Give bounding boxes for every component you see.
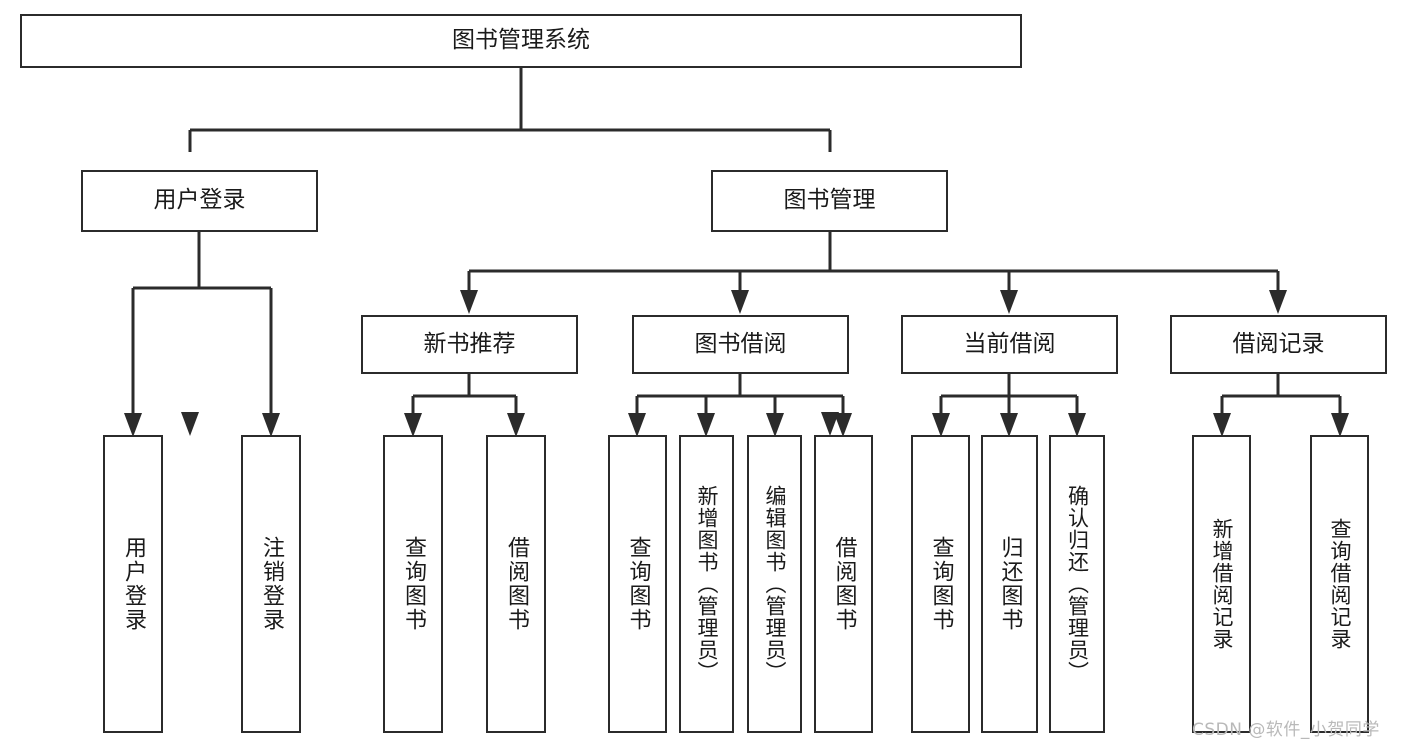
leaf-user-login-logout[interactable]: 注销登录 [241,435,301,733]
leaf-book-borrow-borrow[interactable]: 借阅图书 [814,435,873,733]
leaf-borrow-record-add-label: 新增借阅记录 [1210,518,1234,650]
leaf-new-book-borrow[interactable]: 借阅图书 [486,435,546,733]
leaf-current-borrow-query-label: 查询图书 [928,536,954,632]
leaf-book-borrow-edit[interactable]: 编辑图书（管理员） [747,435,802,733]
leaf-user-login-login-label: 用户登录 [121,536,146,632]
node-root[interactable]: 图书管理系统 [20,14,1022,68]
leaf-user-login-login[interactable]: 用户登录 [103,435,163,733]
leaf-book-borrow-add-label: 新增图书（管理员） [695,485,719,683]
leaf-borrow-record-query[interactable]: 查询借阅记录 [1310,435,1369,733]
node-new-book-recommend-label: 新书推荐 [423,330,516,357]
leaf-book-borrow-edit-label: 编辑图书（管理员） [763,485,787,683]
node-borrow-record-label: 借阅记录 [1232,330,1325,357]
leaf-current-borrow-return[interactable]: 归还图书 [981,435,1038,733]
node-root-label: 图书管理系统 [452,27,590,54]
leaf-borrow-record-add[interactable]: 新增借阅记录 [1192,435,1251,733]
node-borrow-record[interactable]: 借阅记录 [1170,315,1387,374]
leaf-current-borrow-return-label: 归还图书 [997,536,1023,632]
csdn-watermark: CSDN @软件_小贺同学 [1192,715,1380,740]
node-current-borrow[interactable]: 当前借阅 [901,315,1118,374]
leaf-current-borrow-confirm[interactable]: 确认归还（管理员） [1049,435,1105,733]
leaf-book-borrow-borrow-label: 借阅图书 [831,536,857,632]
node-book-management[interactable]: 图书管理 [711,170,948,232]
leaf-book-borrow-query-label: 查询图书 [625,536,651,632]
leaf-new-book-borrow-label: 借阅图书 [504,536,529,632]
leaf-current-borrow-query[interactable]: 查询图书 [911,435,970,733]
leaf-new-book-query[interactable]: 查询图书 [383,435,443,733]
leaf-borrow-record-query-label: 查询借阅记录 [1328,518,1352,650]
node-current-borrow-label: 当前借阅 [963,330,1056,357]
csdn-watermark-text: CSDN @软件_小贺同学 [1192,720,1380,740]
leaf-book-borrow-add[interactable]: 新增图书（管理员） [679,435,734,733]
leaf-new-book-query-label: 查询图书 [401,536,426,632]
leaf-book-borrow-query[interactable]: 查询图书 [608,435,667,733]
node-user-login-label: 用户登录 [153,187,246,214]
node-book-borrow[interactable]: 图书借阅 [632,315,849,374]
node-user-login[interactable]: 用户登录 [81,170,318,232]
node-book-borrow-label: 图书借阅 [694,330,787,357]
node-book-management-label: 图书管理 [783,187,876,214]
leaf-user-login-logout-label: 注销登录 [259,536,284,632]
node-new-book-recommend[interactable]: 新书推荐 [361,315,578,374]
leaf-current-borrow-confirm-label: 确认归还（管理员） [1065,485,1090,683]
